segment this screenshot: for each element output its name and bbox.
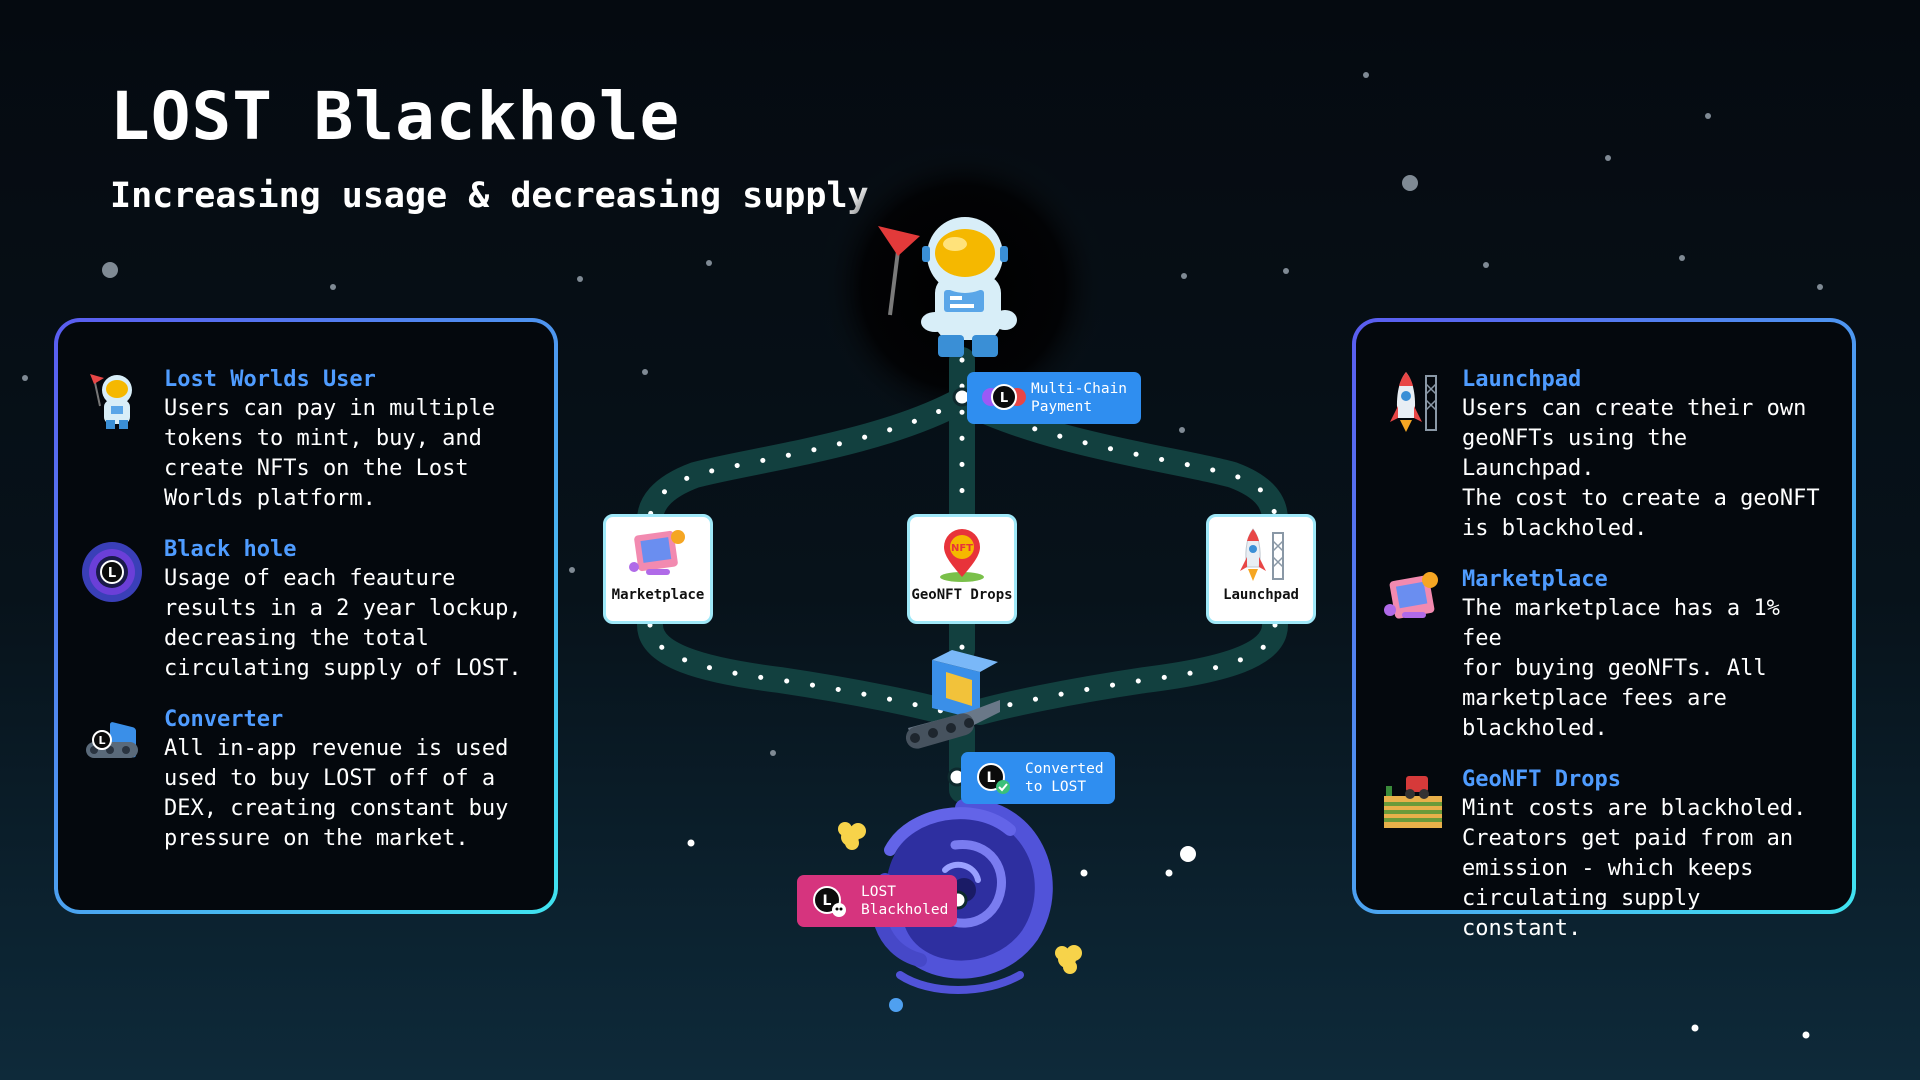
node-label: Launchpad [1223,587,1299,603]
entry-description: Mint costs are blackholed. Creators get … [1462,796,1807,941]
lost-coin-check-icon: L [977,763,1010,794]
black-hole-entry: L Black hole Usage of each feauture resu… [80,536,532,684]
entry-title: Black hole [164,537,297,562]
page-subtitle: Increasing usage & decreasing supply [110,176,869,216]
blue-dot [889,998,903,1012]
launchpad-node: Launchpad [1206,514,1316,624]
entry-title: Launchpad [1462,367,1582,392]
geonft-drops-icon: NFT [940,529,984,582]
svg-text:L: L [987,770,996,786]
node-label: Marketplace [611,587,705,603]
geonft-drops-entry: GeoNFT Drops Mint costs are blackholed. … [1378,766,1830,944]
svg-text:L: L [98,734,105,747]
marketplace-node: Marketplace [603,514,713,624]
entry-title: GeoNFT Drops [1462,767,1621,792]
entry-title: Marketplace [1462,567,1608,592]
converter-entry: L Converter All in-app revenue is used u… [80,706,532,854]
svg-text:L: L [108,566,116,581]
multi-chain-payment-tag: L Multi-Chain Payment [967,372,1141,424]
entry-description: Users can pay in multiple tokens to mint… [164,396,496,511]
converter-machine-icon [905,650,1000,749]
converter-icon: L [86,722,138,758]
astronaut-icon [878,217,1017,357]
converted-to-lost-tag: L Converted to LOST [961,752,1115,804]
svg-text:L: L [823,893,832,909]
launchpad-entry: Launchpad Users can create their own geo… [1378,366,1830,544]
entry-title: Lost Worlds User [164,367,376,392]
geonft-drops-icon [1384,776,1442,828]
black-hole-icon: L [82,542,142,602]
svg-text:NFT: NFT [951,543,973,554]
marketplace-icon [1384,572,1438,619]
entry-description: All in-app revenue is used used to buy L… [164,736,509,851]
right-info-panel: Launchpad Users can create their own geo… [1352,318,1856,941]
left-info-panel: Lost Worlds User Users can pay in multip… [54,318,558,914]
rocket-icon [1390,372,1437,432]
lost-coin-skull-icon: L [813,886,846,917]
svg-text:L: L [1000,391,1008,406]
lost-worlds-user-entry: Lost Worlds User Users can pay in multip… [80,366,532,514]
marketplace-icon [629,530,685,575]
entry-description: Users can create their own geoNFTs using… [1462,396,1820,541]
page-title: LOST Blackhole [110,78,681,155]
lost-blackholed-tag: L LOST Blackholed [797,875,957,927]
entry-description: The marketplace has a 1% fee for buying … [1462,596,1780,741]
rocket-icon [1240,528,1284,581]
entry-description: Usage of each feauture results in a 2 ye… [164,566,522,681]
astronaut-icon [90,374,132,429]
geonft-drops-node: NFT GeoNFT Drops [907,514,1017,624]
marketplace-entry: Marketplace The marketplace has a 1% fee… [1378,566,1830,744]
sparkle-icon [838,822,1082,974]
entry-title: Converter [164,707,284,732]
node-label: GeoNFT Drops [911,587,1013,603]
flow-track-dots [647,357,1278,715]
multi-token-icon: L [982,384,1026,410]
